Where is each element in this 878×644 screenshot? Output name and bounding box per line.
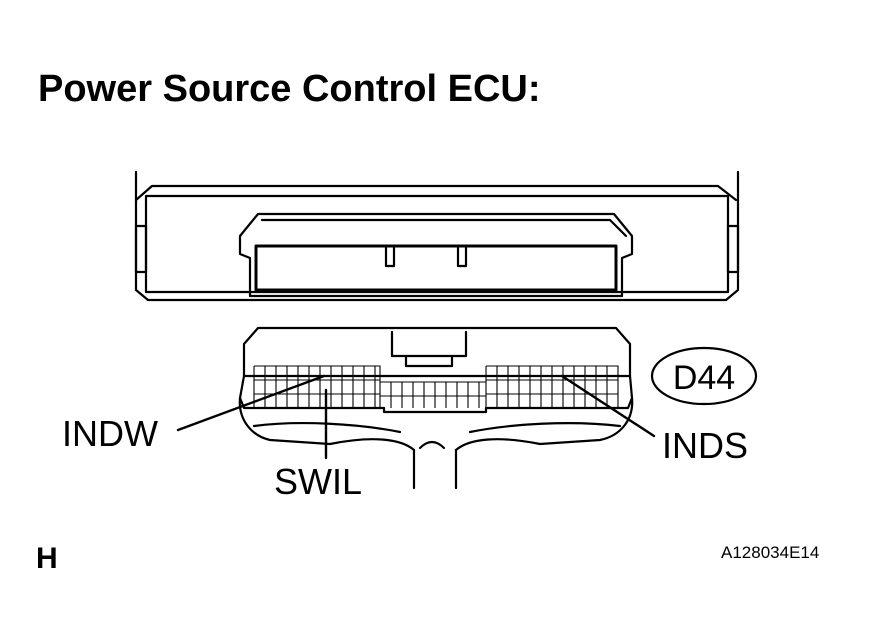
harness-connector — [238, 326, 634, 490]
connector-id-text: D44 — [673, 359, 735, 397]
pin-label-inds: INDS — [662, 425, 749, 466]
pin-grid — [253, 365, 619, 408]
diagram-title: Power Source Control ECU: — [38, 68, 541, 110]
inds-leader-line — [560, 374, 656, 438]
figure-id: A128034E14 — [721, 543, 820, 562]
connector-id-oval — [650, 346, 758, 406]
pin-label-swil: SWIL — [274, 461, 363, 502]
ecu-receptacle — [238, 212, 634, 298]
indw-leader-line — [176, 374, 326, 432]
ecu-housing — [134, 170, 740, 302]
pin-label-indw: INDW — [62, 413, 158, 454]
corner-letter: H — [36, 542, 58, 575]
